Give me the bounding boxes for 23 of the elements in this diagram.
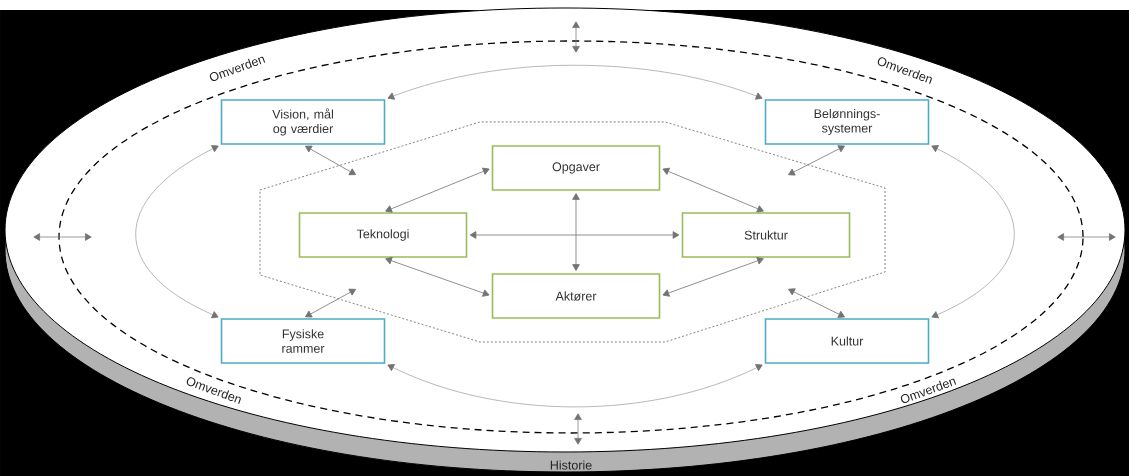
- process-box: Aktører: [491, 273, 661, 319]
- process-box: Opgaver: [491, 145, 661, 191]
- arrow: [387, 364, 763, 408]
- arrow: [931, 145, 1015, 319]
- factor-box: Fysiske rammer: [220, 318, 386, 364]
- arrow: [662, 257, 764, 297]
- arrow: [572, 193, 580, 271]
- arrow: [387, 64, 763, 100]
- process-box: Struktur: [681, 212, 851, 258]
- factor-box: Kultur: [764, 318, 930, 364]
- arrow: [469, 231, 680, 239]
- arrow: [385, 167, 490, 213]
- arrow: [305, 145, 356, 176]
- arrow: [788, 288, 845, 318]
- factor-box: Belønnings- systemer: [764, 99, 930, 145]
- arrow: [385, 257, 490, 297]
- arrow: [788, 145, 845, 176]
- factor-box: Vision, mål og værdier: [220, 99, 386, 145]
- arrow: [135, 145, 219, 319]
- arrow: [662, 167, 764, 213]
- band-label: Historie: [550, 460, 592, 470]
- arrow: [305, 288, 356, 318]
- process-box: Teknologi: [298, 212, 468, 258]
